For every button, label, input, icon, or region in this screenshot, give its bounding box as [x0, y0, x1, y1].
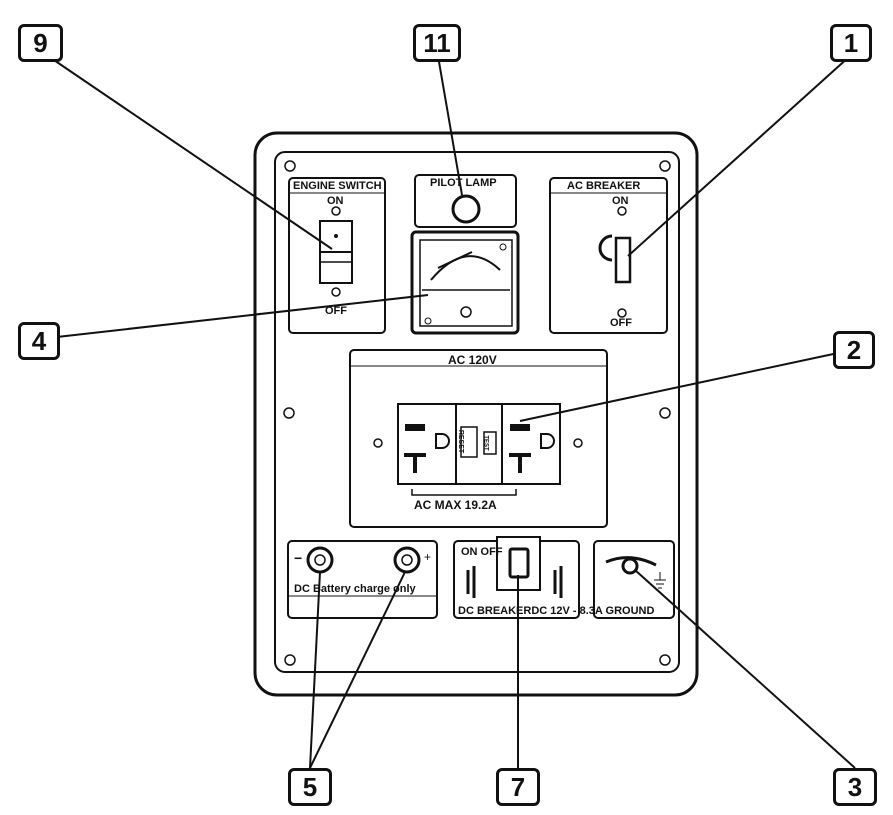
- dc-breaker-onoff-label: ON OFF: [461, 546, 503, 558]
- dc-breaker-label: DC BREAKERDC 12V - 8.3A GROUND: [458, 605, 655, 617]
- pilot-lamp-label: PILOT LAMP: [430, 177, 497, 189]
- screw-icon: [373, 438, 583, 448]
- callout-3: 3: [833, 768, 877, 806]
- hour-meter-module: [410, 230, 520, 335]
- engine-on-label: ON: [327, 195, 344, 207]
- pilot-lamp-module: [414, 174, 517, 228]
- ground-symbol-icon: [654, 572, 666, 589]
- callout-1: 1: [830, 24, 872, 62]
- ac-breaker-label: AC BREAKER: [567, 180, 641, 192]
- callout-9: 9: [18, 24, 63, 62]
- reset-label: RESET: [457, 429, 465, 454]
- reset-button: [460, 426, 478, 458]
- dc-plus-label: +: [424, 550, 432, 564]
- callout-2: 2: [833, 331, 875, 369]
- engine-off-label: OFF: [325, 305, 347, 317]
- engine-switch-module: [288, 177, 386, 334]
- callout-7: 7: [496, 768, 540, 806]
- screw-icon: [331, 206, 341, 297]
- ac-outlet-module: [349, 349, 608, 528]
- callout-11: 11: [413, 24, 461, 62]
- dc-breaker-module: [453, 536, 580, 619]
- ac-max-label: AC MAX 19.2A: [414, 498, 497, 512]
- screw-icon: [283, 160, 671, 666]
- dc-battery-module: [287, 540, 438, 619]
- ac-breaker-module: [549, 177, 668, 334]
- callout-5: 5: [288, 768, 332, 806]
- ac-breaker-off-label: OFF: [610, 317, 632, 329]
- dc-minus-label: −: [294, 550, 303, 566]
- screw-icon: [617, 206, 627, 318]
- ground-module: [593, 540, 675, 619]
- callout-4: 4: [18, 322, 60, 360]
- engine-switch-label: ENGINE SWITCH: [293, 180, 382, 192]
- ac-breaker-on-label: ON: [612, 195, 629, 207]
- dc-battery-label: DC Battery charge only: [294, 583, 416, 595]
- test-label: TEST: [482, 435, 489, 451]
- dc-breaker-switch: [508, 547, 530, 579]
- pilot-lamp: [451, 194, 481, 224]
- ac-breaker-toggle: [598, 234, 613, 262]
- ac-120v-label: AC 120V: [448, 353, 497, 367]
- test-button: [483, 431, 497, 455]
- leader-lines: [47, 55, 856, 769]
